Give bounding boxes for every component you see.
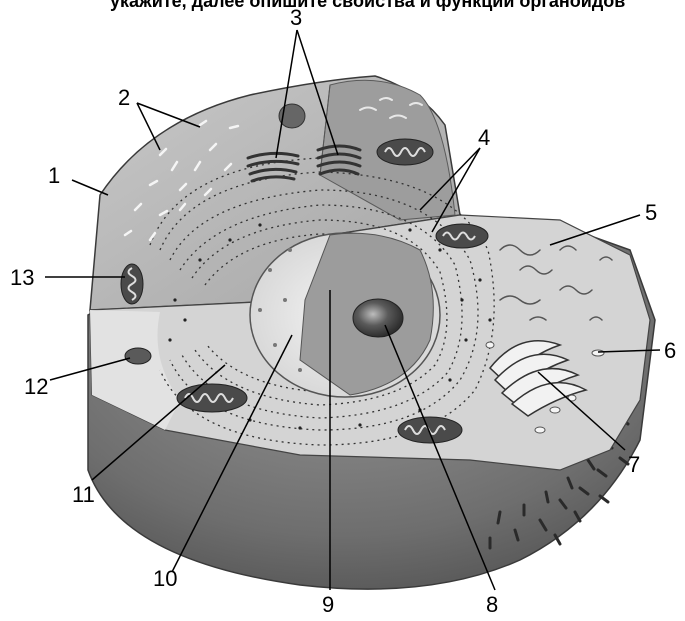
label-12: 12 <box>24 374 48 399</box>
label-3: 3 <box>290 5 302 30</box>
label-9: 9 <box>322 592 334 617</box>
mitochondrion-top <box>377 139 433 165</box>
lysosome <box>125 348 151 364</box>
label-13: 13 <box>10 265 34 290</box>
label-4: 4 <box>478 125 490 150</box>
label-5: 5 <box>645 200 657 225</box>
mitochondrion-right <box>436 224 488 248</box>
label-2: 2 <box>118 85 130 110</box>
label-11: 11 <box>72 482 95 507</box>
label-8: 8 <box>486 592 498 617</box>
label-10: 10 <box>153 566 177 591</box>
label-6: 6 <box>664 338 676 363</box>
label-7: 7 <box>628 452 640 477</box>
nucleolus <box>353 299 403 337</box>
mitochondrion-bottom <box>398 417 462 443</box>
label-1: 1 <box>48 163 60 188</box>
mitochondrion-left <box>121 264 143 304</box>
